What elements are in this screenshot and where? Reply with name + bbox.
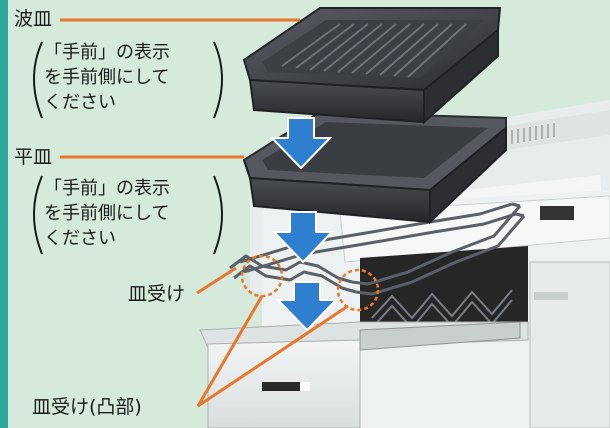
flat-tray bbox=[242, 110, 507, 225]
wave-tray-note-line: を手前側にして bbox=[44, 67, 170, 88]
vent-slots bbox=[499, 123, 555, 146]
flat-tray-note-line: を手前側にして bbox=[44, 203, 170, 224]
flat-tray-note-line: ください bbox=[44, 228, 116, 249]
flat-tray-label: 平皿 bbox=[14, 146, 53, 168]
tray-holder-label: 皿受け bbox=[128, 283, 186, 305]
grill-drawer bbox=[199, 321, 529, 428]
flat-tray-note-line: 「手前」の表示 bbox=[44, 178, 170, 199]
left-edge-stripe bbox=[0, 0, 8, 428]
down-arrow-icon bbox=[271, 211, 335, 264]
wave-tray bbox=[242, 7, 502, 125]
down-arrow-icon bbox=[269, 117, 333, 170]
oven-heater-coil bbox=[371, 289, 513, 330]
callout-lines bbox=[60, 18, 349, 408]
wave-tray-label: 波皿 bbox=[14, 8, 53, 30]
wave-tray-note-line: ください bbox=[44, 92, 116, 113]
tray-holder-bump-label: 皿受け(凸部) bbox=[32, 396, 142, 418]
wave-tray-note-line: 「手前」の表示 bbox=[44, 42, 170, 63]
note-brackets bbox=[33, 41, 223, 255]
flat-tray-note: 「手前」の表示 を手前側にして ください bbox=[44, 176, 170, 251]
wave-tray-note: 「手前」の表示 を手前側にして ください bbox=[44, 40, 170, 115]
down-arrow-icon bbox=[275, 281, 339, 332]
